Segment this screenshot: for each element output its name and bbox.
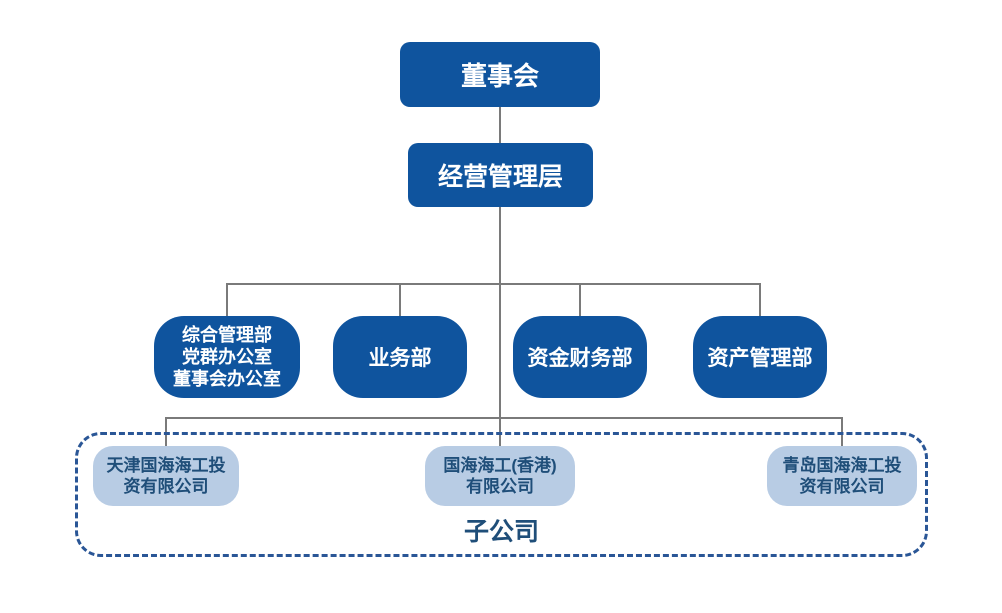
- department-box-general-admin: 综合管理部 党群办公室 董事会办公室: [154, 316, 300, 398]
- department-box-treasury-finance: 资金财务部: [513, 316, 647, 398]
- subsidiary-label: 有限公司: [466, 477, 534, 496]
- subsidiary-box-qingdao: 青岛国海海工投 资有限公司: [767, 446, 917, 506]
- subsidiary-label: 天津国海海工投: [106, 456, 226, 475]
- connector-line: [227, 283, 761, 285]
- connector-line: [759, 283, 761, 316]
- connector-line: [165, 417, 167, 446]
- board-of-directors-label: 董事会: [460, 61, 539, 91]
- department-label: 党群办公室: [182, 347, 272, 367]
- connector-line: [399, 283, 401, 316]
- subsidiaries-group-label: 子公司: [463, 518, 539, 546]
- connector-line: [226, 283, 228, 316]
- department-label: 业务部: [368, 347, 432, 370]
- connector-line: [499, 207, 501, 446]
- management-layer-label: 经营管理层: [437, 163, 563, 191]
- department-label: 资金财务部: [527, 347, 633, 370]
- department-label: 资产管理部: [707, 347, 813, 370]
- subsidiary-label: 资有限公司: [123, 477, 209, 496]
- department-box-business: 业务部: [333, 316, 467, 398]
- department-box-asset-management: 资产管理部: [693, 316, 827, 398]
- board-of-directors-box: 董事会: [400, 42, 600, 107]
- subsidiary-box-tianjin: 天津国海海工投 资有限公司: [93, 446, 239, 506]
- subsidiary-label: 青岛国海海工投: [782, 456, 902, 475]
- subsidiary-box-hongkong: 国海海工(香港) 有限公司: [425, 446, 575, 506]
- subsidiary-label: 国海海工(香港): [443, 456, 557, 475]
- connector-line: [841, 417, 843, 446]
- management-layer-box: 经营管理层: [408, 143, 593, 207]
- subsidiaries-container: [75, 432, 928, 557]
- connector-line: [579, 283, 581, 316]
- department-label: 综合管理部: [182, 325, 272, 345]
- connector-line: [165, 417, 843, 419]
- connector-line: [499, 107, 501, 144]
- subsidiary-label: 资有限公司: [799, 477, 885, 496]
- department-label: 董事会办公室: [173, 369, 281, 389]
